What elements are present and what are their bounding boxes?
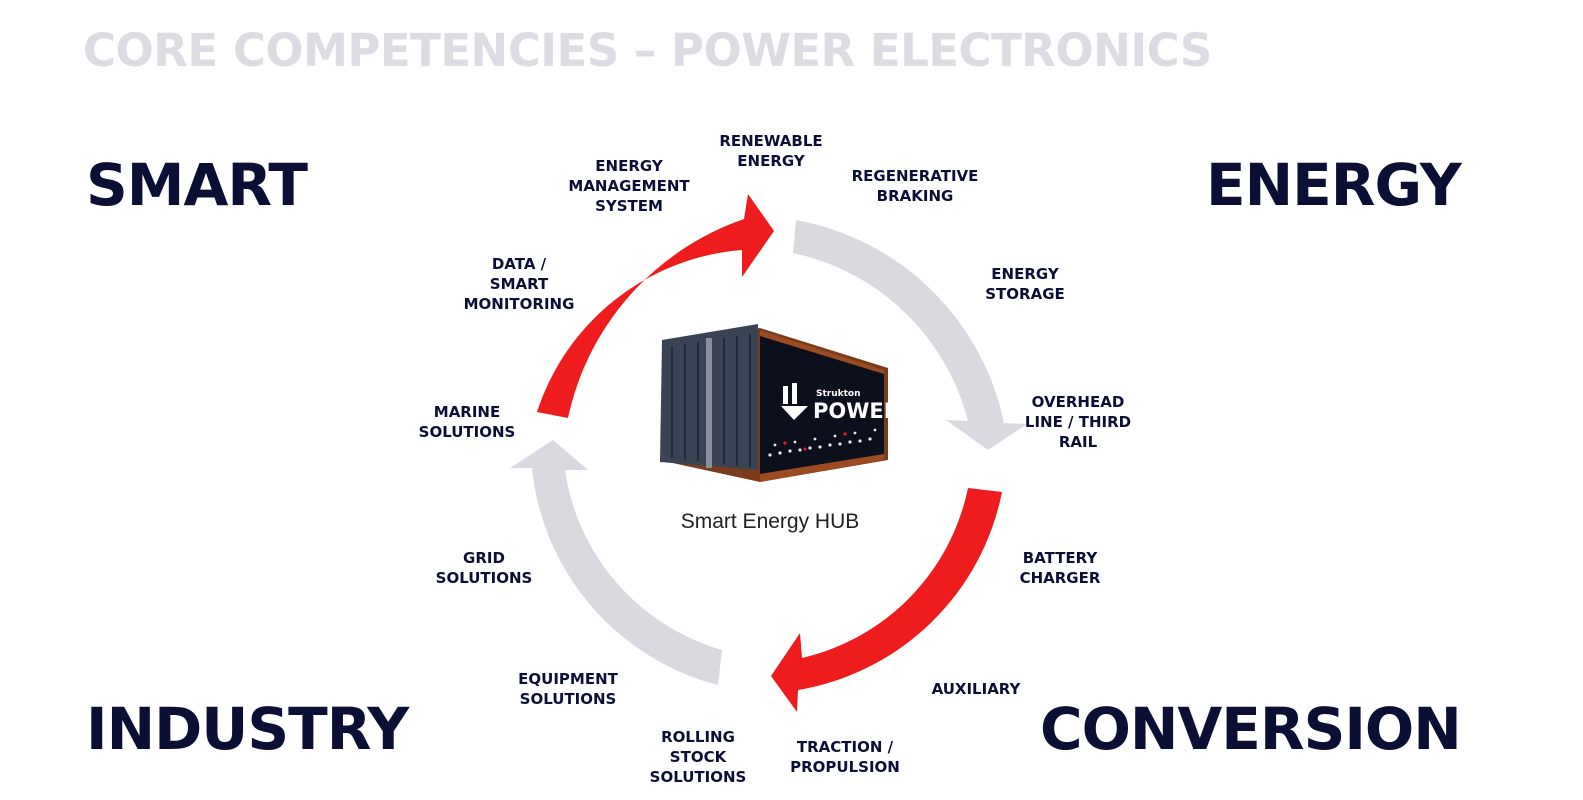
- hub-brand-big: POWER: [813, 399, 900, 423]
- grey-arrow-right: [793, 220, 1027, 450]
- label-energy-storage: ENERGY STORAGE: [985, 265, 1065, 303]
- label-traction-propulsion: TRACTION / PROPULSION: [790, 738, 900, 776]
- corner-label-conversion: CONVERSION: [1040, 695, 1462, 763]
- hub-brand-small: Strukton: [816, 389, 861, 399]
- red-arrow-bottom: [771, 488, 1002, 712]
- label-grid-solutions: GRID SOLUTIONS: [435, 549, 533, 587]
- label-data-smart-monitoring: DATA / SMART MONITORING: [463, 255, 575, 313]
- corner-label-industry: INDUSTRY: [86, 695, 409, 763]
- label-renewable-energy: RENEWABLE ENERGY: [719, 132, 823, 170]
- label-regenerative-braking: REGENERATIVE BRAKING: [851, 167, 979, 205]
- label-battery-charger: BATTERY CHARGER: [1019, 549, 1101, 587]
- hub-caption: Smart Energy HUB: [680, 510, 860, 533]
- label-marine-solutions: MARINE SOLUTIONS: [418, 403, 516, 441]
- strukton-logo-icon: [781, 383, 808, 420]
- label-rolling-stock: ROLLING STOCK SOLUTIONS: [649, 728, 747, 786]
- label-energy-management-system: ENERGY MANAGEMENT SYSTEM: [568, 157, 690, 215]
- label-overhead-line: OVERHEAD LINE / THIRD RAIL: [1024, 393, 1132, 451]
- label-equipment-solutions: EQUIPMENT SOLUTIONS: [518, 670, 618, 708]
- corner-label-energy: ENERGY: [1206, 151, 1462, 219]
- slide-title: CORE COMPETENCIES – POWER ELECTRONICS: [83, 24, 1212, 77]
- energy-hub-container-image: Strukton POWER: [660, 324, 900, 482]
- grey-arrow-left: [510, 440, 722, 685]
- red-arrow-top: [537, 194, 774, 418]
- label-auxiliary: AUXILIARY: [931, 680, 1021, 698]
- corner-label-smart: SMART: [86, 151, 308, 219]
